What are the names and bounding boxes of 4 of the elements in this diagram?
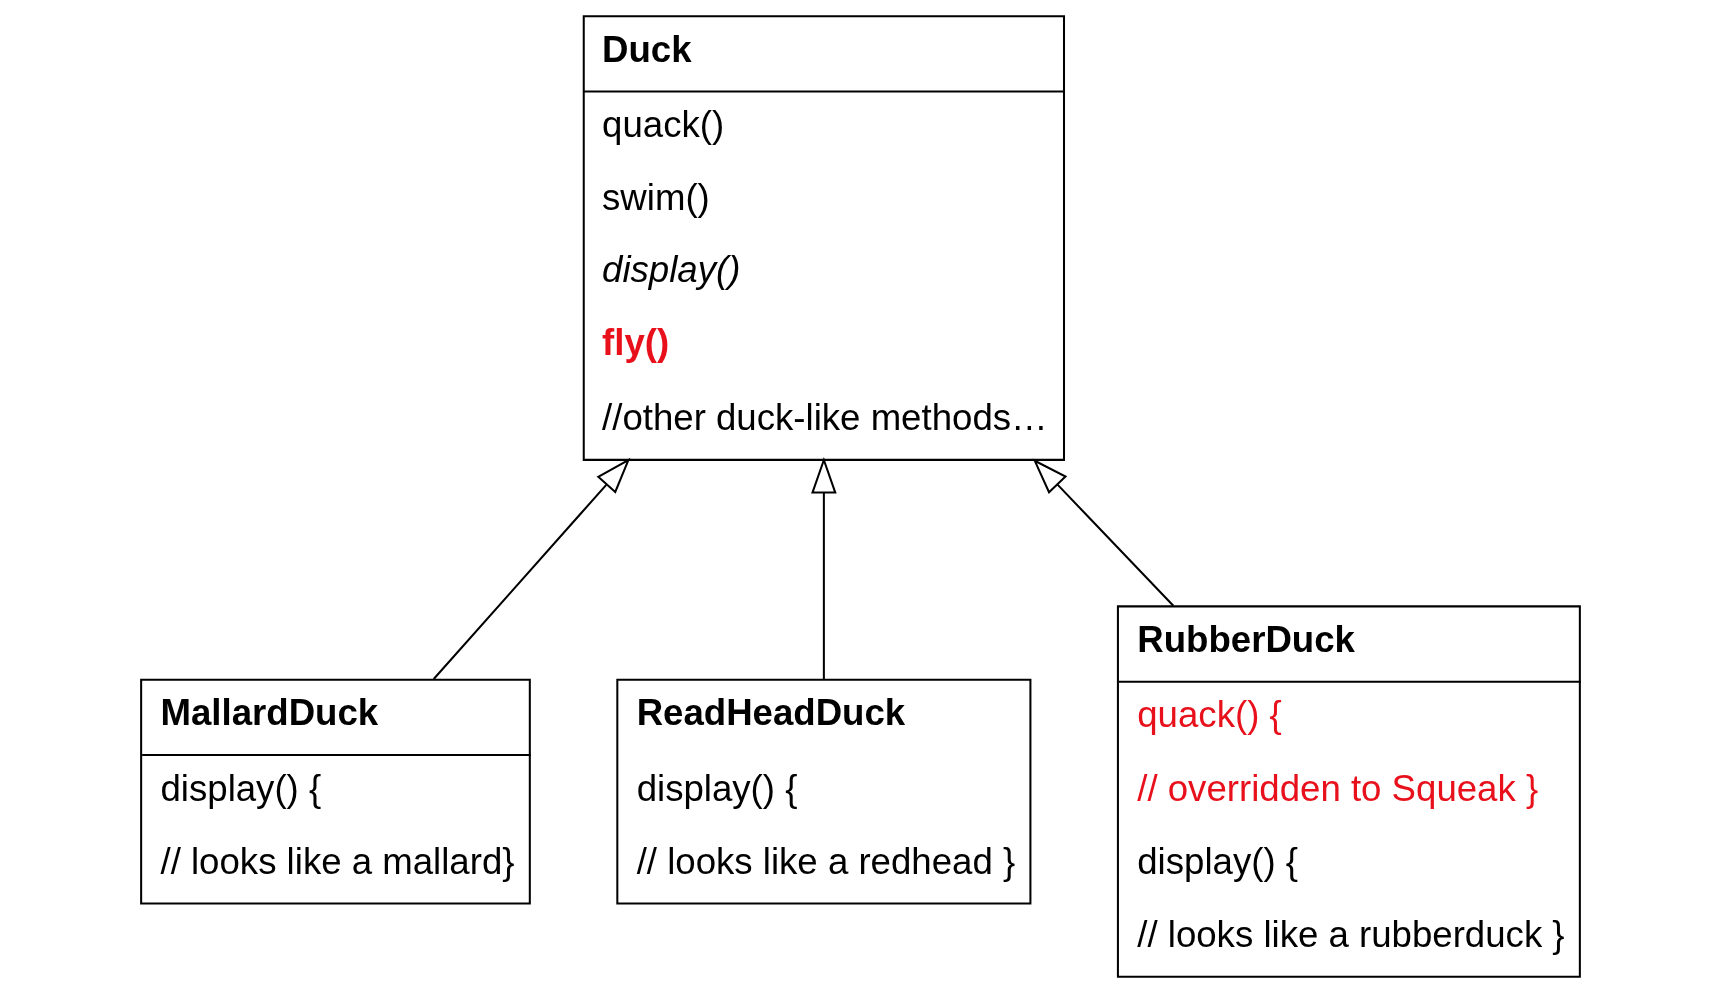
arrow bbox=[811, 456, 837, 679]
arrow bbox=[432, 457, 631, 680]
arrow bbox=[1032, 458, 1175, 607]
node-box: ReadHeadDuck display() { // looks like a redhead } bbox=[616, 678, 1032, 905]
